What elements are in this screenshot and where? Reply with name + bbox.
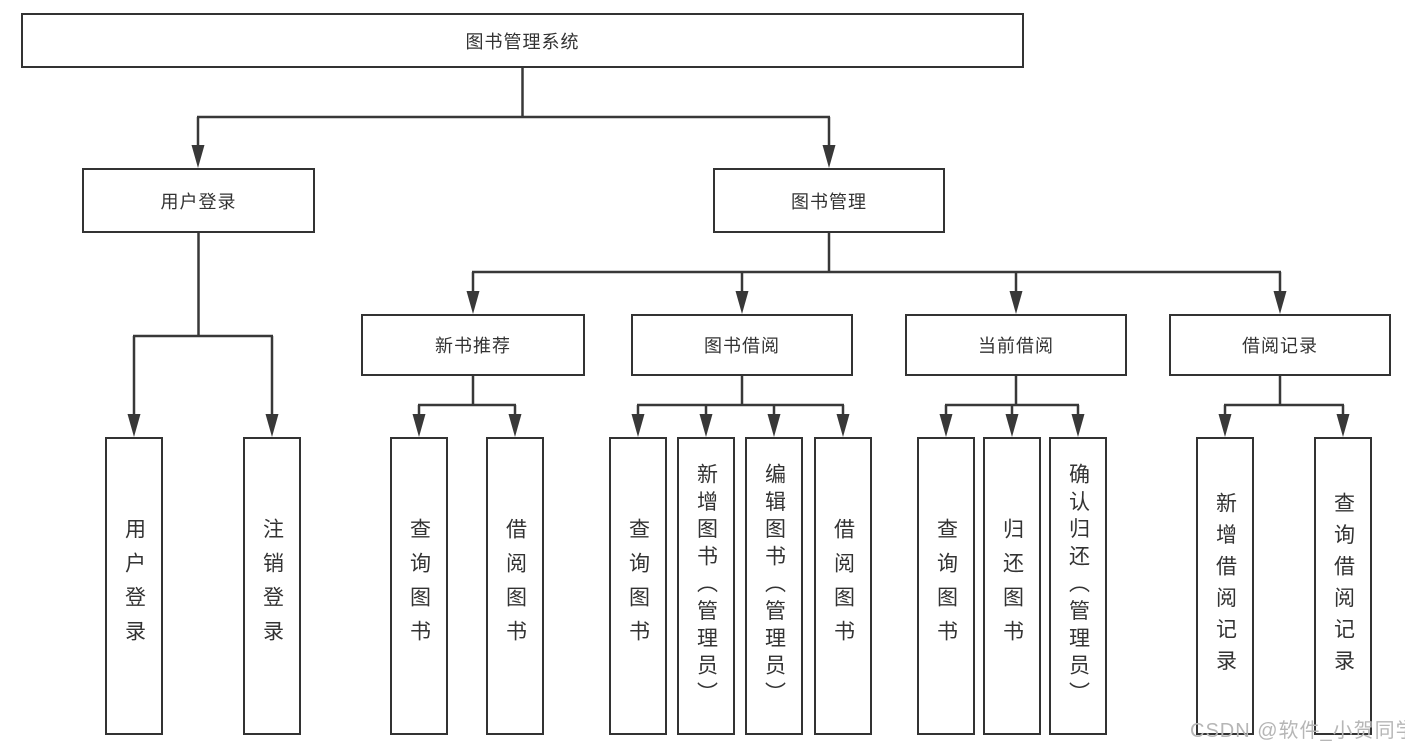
node-root-label: 图书管理系统 <box>465 31 580 52</box>
leaf-current-confirm-return-admin: 确认归还（管理员） <box>1049 437 1107 735</box>
leaf-logout: 注销登录 <box>243 437 301 735</box>
leaf-current-return-books-label: 归还图书 <box>1000 517 1024 655</box>
node-borrowing-records-label: 借阅记录 <box>1242 336 1318 356</box>
leaf-records-add-record: 新增借阅记录 <box>1196 437 1254 735</box>
node-book-management-label: 图书管理 <box>791 191 867 212</box>
node-book-borrowing: 图书借阅 <box>631 314 853 376</box>
leaf-records-add-record-label: 新增借阅记录 <box>1213 491 1237 681</box>
leaf-borrowing-add-books-admin: 新增图书（管理员） <box>677 437 735 735</box>
node-user-login: 用户登录 <box>82 168 315 233</box>
leaf-user-login-label: 用户登录 <box>122 517 146 655</box>
node-user-login-label: 用户登录 <box>160 191 237 212</box>
leaf-recommend-borrow-books-label: 借阅图书 <box>503 517 527 655</box>
leaf-recommend-query-books: 查询图书 <box>390 437 448 735</box>
leaf-borrowing-edit-books-admin-label: 编辑图书（管理员） <box>762 463 786 709</box>
node-current-borrowing: 当前借阅 <box>905 314 1127 376</box>
leaf-borrowing-borrow-books: 借阅图书 <box>814 437 872 735</box>
leaf-recommend-query-books-label: 查询图书 <box>407 517 431 655</box>
leaf-current-return-books: 归还图书 <box>983 437 1041 735</box>
leaf-borrowing-add-books-admin-label: 新增图书（管理员） <box>694 463 718 709</box>
node-new-book-recommend-label: 新书推荐 <box>435 336 511 356</box>
leaf-current-query-books-label: 查询图书 <box>934 517 958 655</box>
leaf-borrowing-edit-books-admin: 编辑图书（管理员） <box>745 437 803 735</box>
node-current-borrowing-label: 当前借阅 <box>978 336 1054 356</box>
leaf-logout-label: 注销登录 <box>260 517 284 655</box>
node-book-management: 图书管理 <box>713 168 945 233</box>
node-new-book-recommend: 新书推荐 <box>361 314 585 376</box>
leaf-borrowing-query-books-label: 查询图书 <box>626 517 650 655</box>
watermark: CSDN @软件_小贺同学 <box>1190 720 1405 742</box>
node-book-borrowing-label: 图书借阅 <box>704 336 780 356</box>
leaf-current-query-books: 查询图书 <box>917 437 975 735</box>
leaf-recommend-borrow-books: 借阅图书 <box>486 437 544 735</box>
leaf-borrowing-query-books: 查询图书 <box>609 437 667 735</box>
node-borrowing-records: 借阅记录 <box>1169 314 1391 376</box>
leaf-borrowing-borrow-books-label: 借阅图书 <box>831 517 855 655</box>
leaf-records-query-record: 查询借阅记录 <box>1314 437 1372 735</box>
leaf-user-login: 用户登录 <box>105 437 163 735</box>
leaf-current-confirm-return-admin-label: 确认归还（管理员） <box>1066 463 1090 709</box>
leaf-records-query-record-label: 查询借阅记录 <box>1331 491 1355 681</box>
node-root: 图书管理系统 <box>21 13 1024 68</box>
